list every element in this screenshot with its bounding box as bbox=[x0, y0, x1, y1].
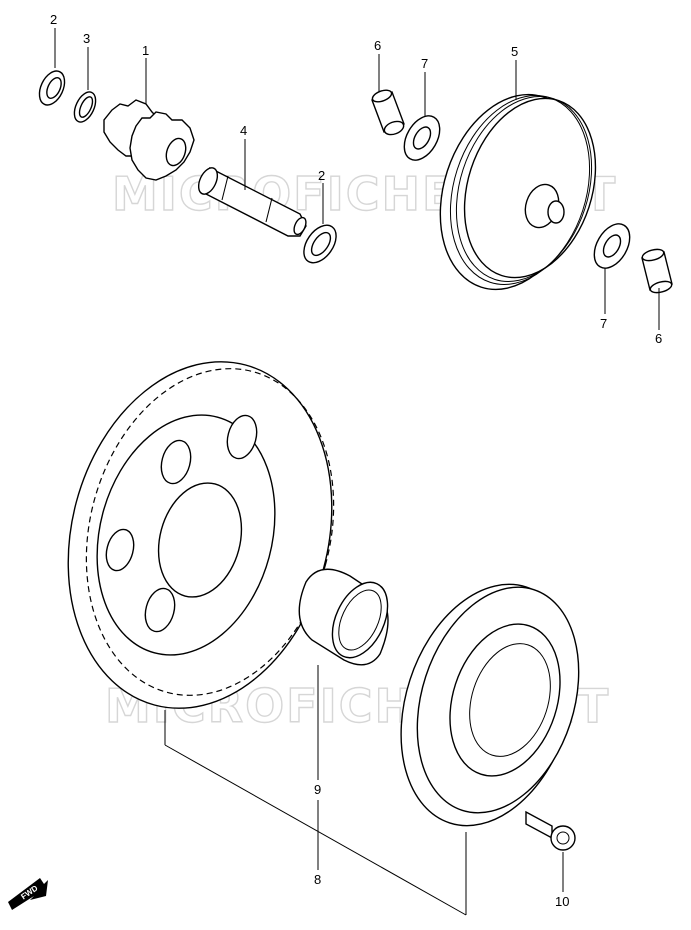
part-10-oneway-clutch bbox=[400, 583, 580, 827]
callout-5: 5 bbox=[511, 44, 518, 59]
callout-4: 4 bbox=[240, 123, 247, 138]
callout-6-bottom: 6 bbox=[655, 331, 662, 346]
callout-7-top: 7 bbox=[421, 56, 428, 71]
callout-3: 3 bbox=[83, 31, 90, 46]
part-7-washer-bottom bbox=[593, 223, 631, 269]
callout-9: 9 bbox=[314, 782, 321, 797]
callout-2: 2 bbox=[50, 12, 57, 27]
bolt bbox=[525, 810, 576, 851]
leader-lines bbox=[54, 28, 660, 916]
part-6-bushing-top bbox=[371, 89, 405, 136]
callout-2-shaft: 2 bbox=[318, 168, 325, 183]
part-1-gear bbox=[103, 99, 195, 181]
part-9-needle-bearing bbox=[298, 568, 389, 666]
part-2-washer-right bbox=[303, 224, 337, 264]
callout-1: 1 bbox=[142, 43, 149, 58]
part-3-circlip bbox=[73, 91, 97, 123]
callout-6-top: 6 bbox=[374, 38, 381, 53]
part-8-clutch-gear bbox=[67, 361, 335, 709]
part-7-washer-top bbox=[403, 115, 441, 161]
part-4-shaft bbox=[197, 166, 307, 237]
callout-10: 10 bbox=[555, 894, 569, 909]
callout-8: 8 bbox=[314, 872, 321, 887]
part-5-idler-gear bbox=[439, 93, 597, 291]
fwd-arrow-icon: FWD bbox=[8, 878, 48, 910]
callout-7-bottom: 7 bbox=[600, 316, 607, 331]
part-2-washer-left bbox=[38, 70, 66, 106]
part-6-bushing-bottom bbox=[641, 248, 673, 294]
